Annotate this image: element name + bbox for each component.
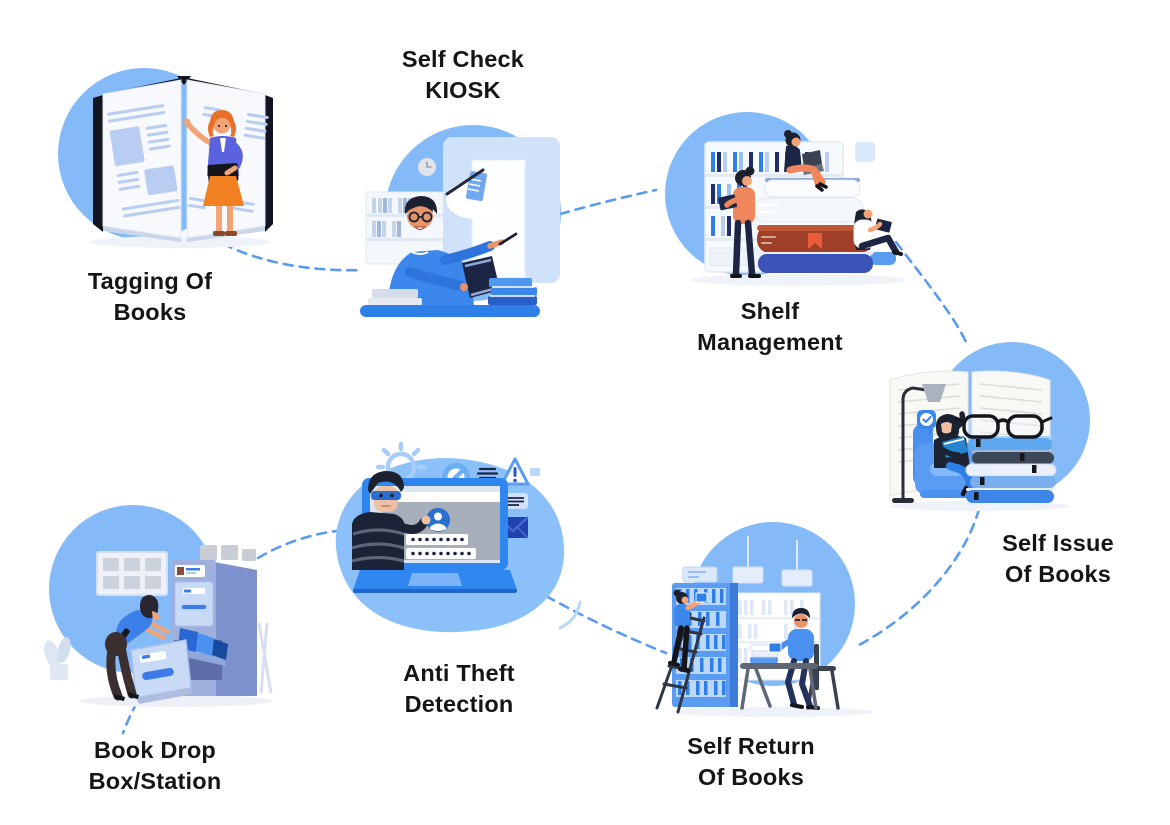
avatar-icon bbox=[426, 508, 450, 532]
scene-book-drop-box-station bbox=[28, 482, 283, 714]
small-card-icon bbox=[530, 468, 540, 476]
shelf-management-illustration bbox=[665, 112, 906, 286]
connector-shelf-to-issue bbox=[894, 240, 969, 346]
self-return-of-books-label: Self Return Of Books bbox=[631, 731, 871, 793]
label-line: Books bbox=[113, 299, 187, 325]
self-issue-of-books-illustration bbox=[889, 342, 1090, 511]
approval-bubble bbox=[917, 410, 936, 436]
desk-and-books bbox=[360, 278, 540, 317]
bookmark-flag-icon bbox=[808, 233, 822, 249]
scene-self-check-kiosk bbox=[350, 108, 585, 326]
easel-lines bbox=[257, 622, 273, 694]
anti-theft-detection-illustration bbox=[335, 441, 582, 633]
label-line: Self Issue bbox=[1002, 530, 1114, 556]
connector-theft-to-return bbox=[544, 594, 668, 655]
reading-table bbox=[740, 663, 818, 710]
drop-cabinet bbox=[130, 545, 257, 704]
self-check-kiosk-illustration bbox=[360, 125, 561, 317]
scene-shelf-management bbox=[648, 88, 916, 298]
shelf-management-label: Shelf Management bbox=[650, 296, 890, 358]
tagging-of-books-illustration bbox=[58, 68, 273, 248]
connector-kiosk-to-shelf bbox=[558, 188, 658, 216]
label-line: Box/Station bbox=[88, 768, 222, 794]
book-stack bbox=[965, 436, 1057, 503]
wall-folder-board bbox=[96, 551, 168, 596]
label-line: Detection bbox=[404, 691, 514, 717]
label-line: Tagging Of bbox=[87, 268, 213, 294]
self-issue-of-books-label: Self Issue Of Books bbox=[938, 528, 1170, 590]
scene-self-return-of-books bbox=[638, 522, 893, 717]
laptop-base bbox=[353, 570, 517, 593]
bending-woman-figure bbox=[105, 595, 171, 701]
connector-issue-to-return bbox=[855, 507, 981, 648]
hanging-signs bbox=[732, 536, 813, 587]
thief-figure bbox=[351, 471, 431, 570]
leaning-reader-figure bbox=[853, 209, 903, 256]
self-return-of-books-illustration bbox=[655, 522, 873, 717]
giant-book-stack bbox=[754, 178, 896, 273]
plant bbox=[44, 637, 71, 680]
wall-clock-icon bbox=[855, 142, 875, 162]
label-line: Book Drop bbox=[94, 737, 216, 763]
tagging-of-books-label: Tagging Of Books bbox=[30, 266, 270, 328]
clock-icon bbox=[418, 158, 436, 176]
label-line: Of Books bbox=[1004, 561, 1112, 587]
check-icon bbox=[922, 416, 932, 423]
book-drop-box-station-label: Book Drop Box/Station bbox=[35, 735, 275, 797]
label-line: Management bbox=[697, 329, 843, 355]
menu-lines-icon bbox=[476, 467, 499, 484]
glasses-icon bbox=[954, 414, 1053, 439]
label-line: Shelf bbox=[740, 298, 800, 324]
document-pen-icon bbox=[445, 168, 487, 202]
label-line: Self Return bbox=[687, 733, 815, 759]
label-line: KIOSK bbox=[425, 77, 501, 103]
label-line: Of Books bbox=[697, 764, 805, 790]
standing-reader-figure bbox=[718, 166, 761, 278]
book-drop-box-station-illustration bbox=[44, 505, 273, 707]
self-check-kiosk-label: Self Check KIOSK bbox=[343, 44, 583, 106]
warning-icon bbox=[500, 457, 530, 486]
laptop-reader-figure bbox=[784, 130, 828, 192]
scene-tagging-of-books bbox=[40, 52, 310, 267]
librarian-figure bbox=[183, 110, 244, 236]
anti-theft-detection-label: Anti Theft Detection bbox=[339, 658, 579, 720]
shelf-top-sign bbox=[682, 566, 718, 583]
label-line: Self Check bbox=[401, 46, 525, 72]
label-line: Anti Theft bbox=[403, 660, 515, 686]
scene-self-issue-of-books bbox=[880, 328, 1095, 516]
id-card bbox=[175, 565, 205, 577]
scene-anti-theft-detection bbox=[322, 438, 587, 656]
floor-lamp bbox=[892, 384, 946, 503]
woman-on-ladder-figure bbox=[668, 589, 708, 673]
